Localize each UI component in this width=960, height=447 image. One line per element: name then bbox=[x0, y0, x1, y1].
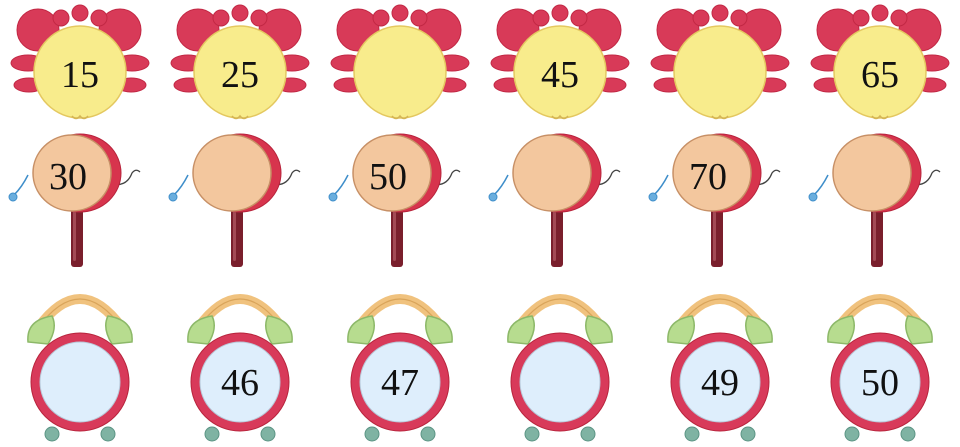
crab-item: 65 bbox=[800, 0, 960, 125]
drum-number: 70 bbox=[689, 156, 727, 198]
clock-item: 50 bbox=[800, 280, 960, 447]
clock-item: 49 bbox=[640, 280, 800, 447]
crab-item bbox=[640, 0, 800, 125]
drum-number: 50 bbox=[369, 156, 407, 198]
clock-row: 46 47 49 bbox=[0, 280, 960, 447]
crab-item bbox=[320, 0, 480, 125]
clock-item: 46 bbox=[160, 280, 320, 447]
crab-number: 45 bbox=[541, 54, 579, 96]
drum-item: 70 bbox=[640, 125, 800, 270]
clock-number: 49 bbox=[701, 362, 739, 404]
clock-item bbox=[0, 280, 160, 447]
clock-number: 47 bbox=[381, 362, 419, 404]
drum-item bbox=[800, 125, 960, 270]
crab-item: 45 bbox=[480, 0, 640, 125]
drum-item bbox=[160, 125, 320, 270]
crab-number: 25 bbox=[221, 54, 259, 96]
crab-item: 15 bbox=[0, 0, 160, 125]
clock-number: 46 bbox=[221, 362, 259, 404]
drum-row: 30 50 bbox=[0, 125, 960, 270]
crab-number: 15 bbox=[61, 54, 99, 96]
drum-item: 30 bbox=[0, 125, 160, 270]
drum-item: 50 bbox=[320, 125, 480, 270]
drum-item bbox=[480, 125, 640, 270]
clock-item: 47 bbox=[320, 280, 480, 447]
clock-item bbox=[480, 280, 640, 447]
crab-row: 15 25 bbox=[0, 0, 960, 125]
crab-item: 25 bbox=[160, 0, 320, 125]
clock-number: 50 bbox=[861, 362, 899, 404]
crab-number: 65 bbox=[861, 54, 899, 96]
drum-number: 30 bbox=[49, 156, 87, 198]
